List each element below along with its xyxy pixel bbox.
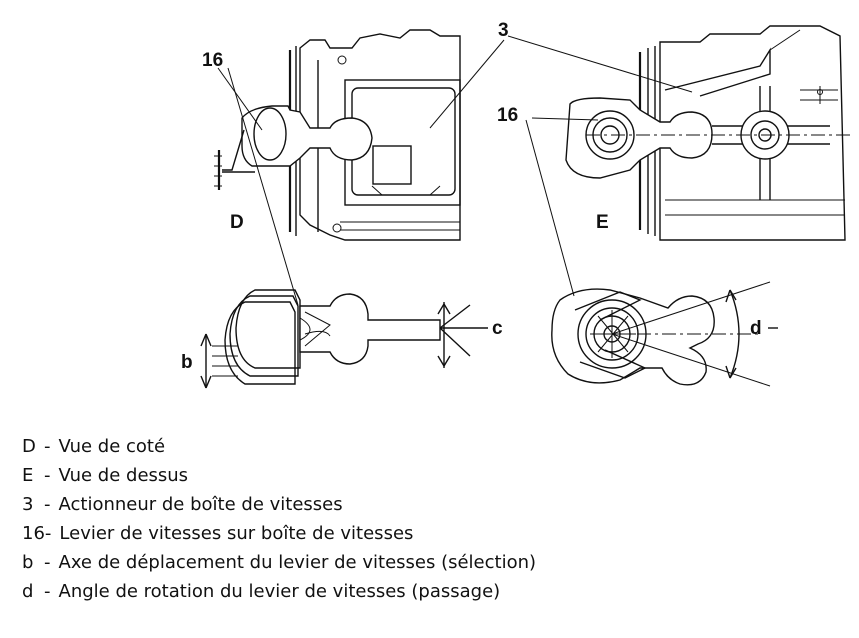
label-view-e: E [596, 212, 609, 233]
lever-detail-right [551, 281, 778, 387]
label-b: b [181, 352, 193, 373]
leader-line-16-left-a [217, 67, 263, 131]
legend-item: 3-Actionneur de boîte de vitesses [22, 494, 343, 515]
legend: D-Vue de coté E-Vue de dessus 3-Actionne… [22, 432, 842, 606]
legend-key: E [22, 465, 34, 486]
legend-text: Vue de dessus [58, 465, 189, 486]
top-view-drawing [565, 25, 850, 241]
legend-key: 16 [22, 523, 45, 544]
label-d: d [750, 318, 762, 339]
legend-text: Vue de coté [58, 436, 166, 457]
legend-text: Angle de rotation du levier de vitesses … [58, 581, 501, 602]
legend-item: 16-Levier de vitesses sur boîte de vites… [22, 523, 414, 544]
label-16-right: 16 [497, 105, 518, 126]
label-16-left: 16 [202, 50, 223, 71]
leader-line-16-right-b [525, 119, 575, 297]
legend-key: 3 [22, 494, 34, 515]
legend-item: E-Vue de dessus [22, 465, 189, 486]
leader-line-3-right [507, 35, 693, 93]
legend-item: d-Angle de rotation du levier de vitesse… [22, 581, 501, 602]
legend-key: D [22, 436, 36, 457]
side-view-drawing [214, 29, 461, 241]
legend-text: Axe de déplacement du levier de vitesses… [58, 552, 537, 573]
legend-text: Levier de vitesses sur boîte de vitesses [59, 523, 414, 544]
label-c: c [492, 318, 503, 339]
leader-line-16-right-a [531, 117, 599, 121]
label-3: 3 [498, 20, 509, 41]
legend-key: d [22, 581, 34, 602]
leader-line-16-left-b [227, 67, 299, 306]
technical-diagram: 16 D b c 3 16 E d [181, 20, 850, 389]
legend-item: b-Axe de déplacement du levier de vitess… [22, 552, 537, 573]
legend-item: D-Vue de coté [22, 436, 166, 457]
legend-text: Actionneur de boîte de vitesses [58, 494, 343, 515]
lever-detail-left [200, 289, 488, 389]
leader-line-3-left [429, 39, 505, 129]
legend-key: b [22, 552, 34, 573]
label-view-d: D [230, 212, 244, 233]
